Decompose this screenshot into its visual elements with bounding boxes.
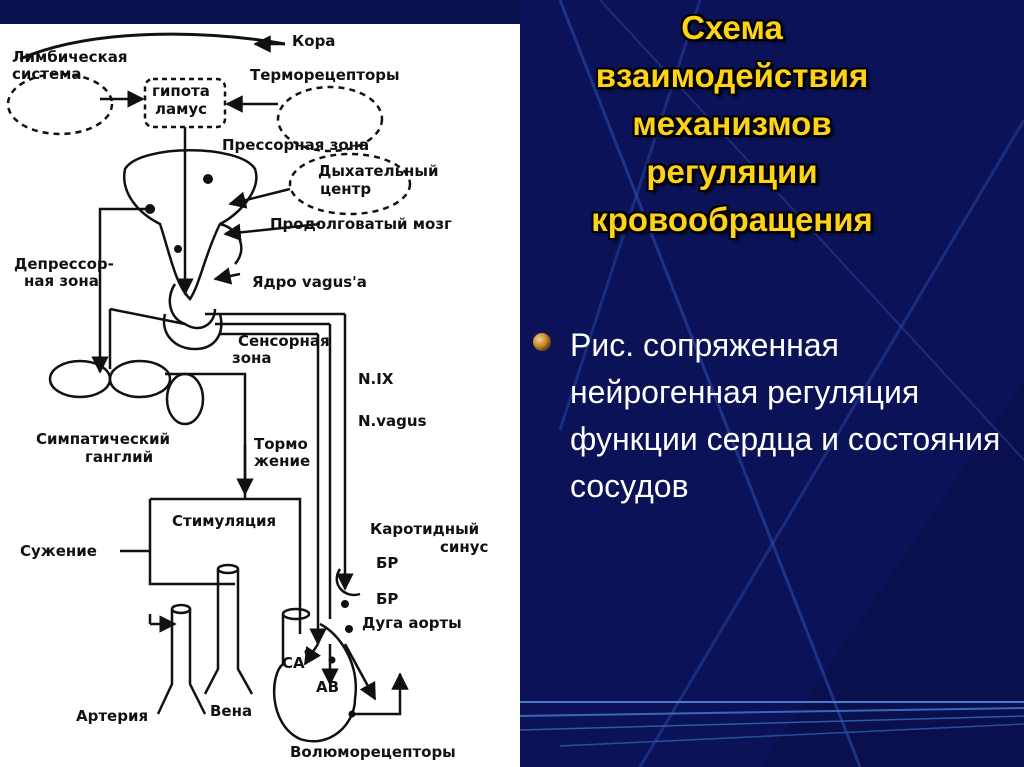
label-stimulation: Стимуляция	[172, 512, 276, 530]
title-line-1: Схема	[530, 4, 934, 52]
label-sa-node: СА	[282, 654, 305, 672]
label-medulla: Продолговатый мозг	[270, 215, 452, 233]
diagram-figure: Лимбическая система Кора Терморецепторы …	[0, 24, 520, 767]
label-hypothalamus-1: гипота	[152, 82, 210, 100]
carotid-sinus	[337, 569, 360, 595]
title-line-4: регуляции	[530, 148, 934, 196]
label-volumoreceptors: Волюморецепторы	[290, 743, 456, 761]
label-inhibition-2: жение	[254, 452, 310, 470]
label-inhibition-1: Тормо	[254, 435, 308, 453]
label-pressor-zone: Прессорная зона	[222, 136, 369, 154]
regulation-diagram: Лимбическая система Кора Терморецепторы …	[0, 24, 520, 767]
label-vein: Вена	[210, 702, 252, 720]
label-aortic-arch: Дуга аорты	[362, 614, 462, 632]
label-depressor-2: ная зона	[24, 272, 99, 290]
heart-outline	[274, 614, 356, 741]
label-av-node: АВ	[316, 678, 339, 696]
label-br-1: БР	[376, 554, 398, 572]
label-vagus-nucleus: Ядро vagus'a	[252, 273, 367, 291]
label-limbic-2: система	[12, 65, 82, 83]
sympathetic-ganglion	[167, 374, 203, 424]
medulla-outline	[124, 150, 256, 299]
label-sympathetic-2: ганглий	[85, 448, 153, 466]
label-carotid-2: синус	[440, 538, 488, 556]
label-n9: N.IX	[358, 370, 394, 388]
label-thermoreceptors: Терморецепторы	[250, 66, 400, 84]
limbic-oval	[8, 74, 112, 134]
bullet-icon	[532, 332, 552, 352]
label-limbic-1: Лимбическая	[12, 48, 128, 66]
label-narrowing: Сужение	[20, 542, 97, 560]
label-respiratory-1: Дыхательный	[318, 162, 439, 180]
label-artery: Артерия	[76, 707, 148, 725]
title-line-5: кровообращения	[530, 196, 934, 244]
vein-vessel	[205, 569, 252, 694]
spinal-cord	[50, 361, 110, 397]
slide-title: Схема взаимодействия механизмов регуляци…	[530, 4, 934, 244]
label-respiratory-2: центр	[320, 180, 371, 198]
label-br-2: БР	[376, 590, 398, 608]
label-sensory-2: зона	[232, 349, 272, 367]
label-hypothalamus-2: ламус	[155, 100, 207, 118]
label-depressor-1: Депрессор-	[14, 255, 114, 273]
label-carotid-1: Каротидный	[370, 520, 479, 538]
title-line-3: механизмов	[530, 100, 934, 148]
caption-text: Рис. сопряженная нейрогенная регуляция ф…	[570, 322, 1015, 510]
label-cortex: Кора	[292, 32, 335, 50]
title-line-2: взаимодействия	[530, 52, 934, 100]
label-nvagus: N.vagus	[358, 412, 427, 430]
label-sympathetic-1: Симпатический	[36, 430, 170, 448]
label-sensory-1: Сенсорная	[238, 332, 330, 350]
